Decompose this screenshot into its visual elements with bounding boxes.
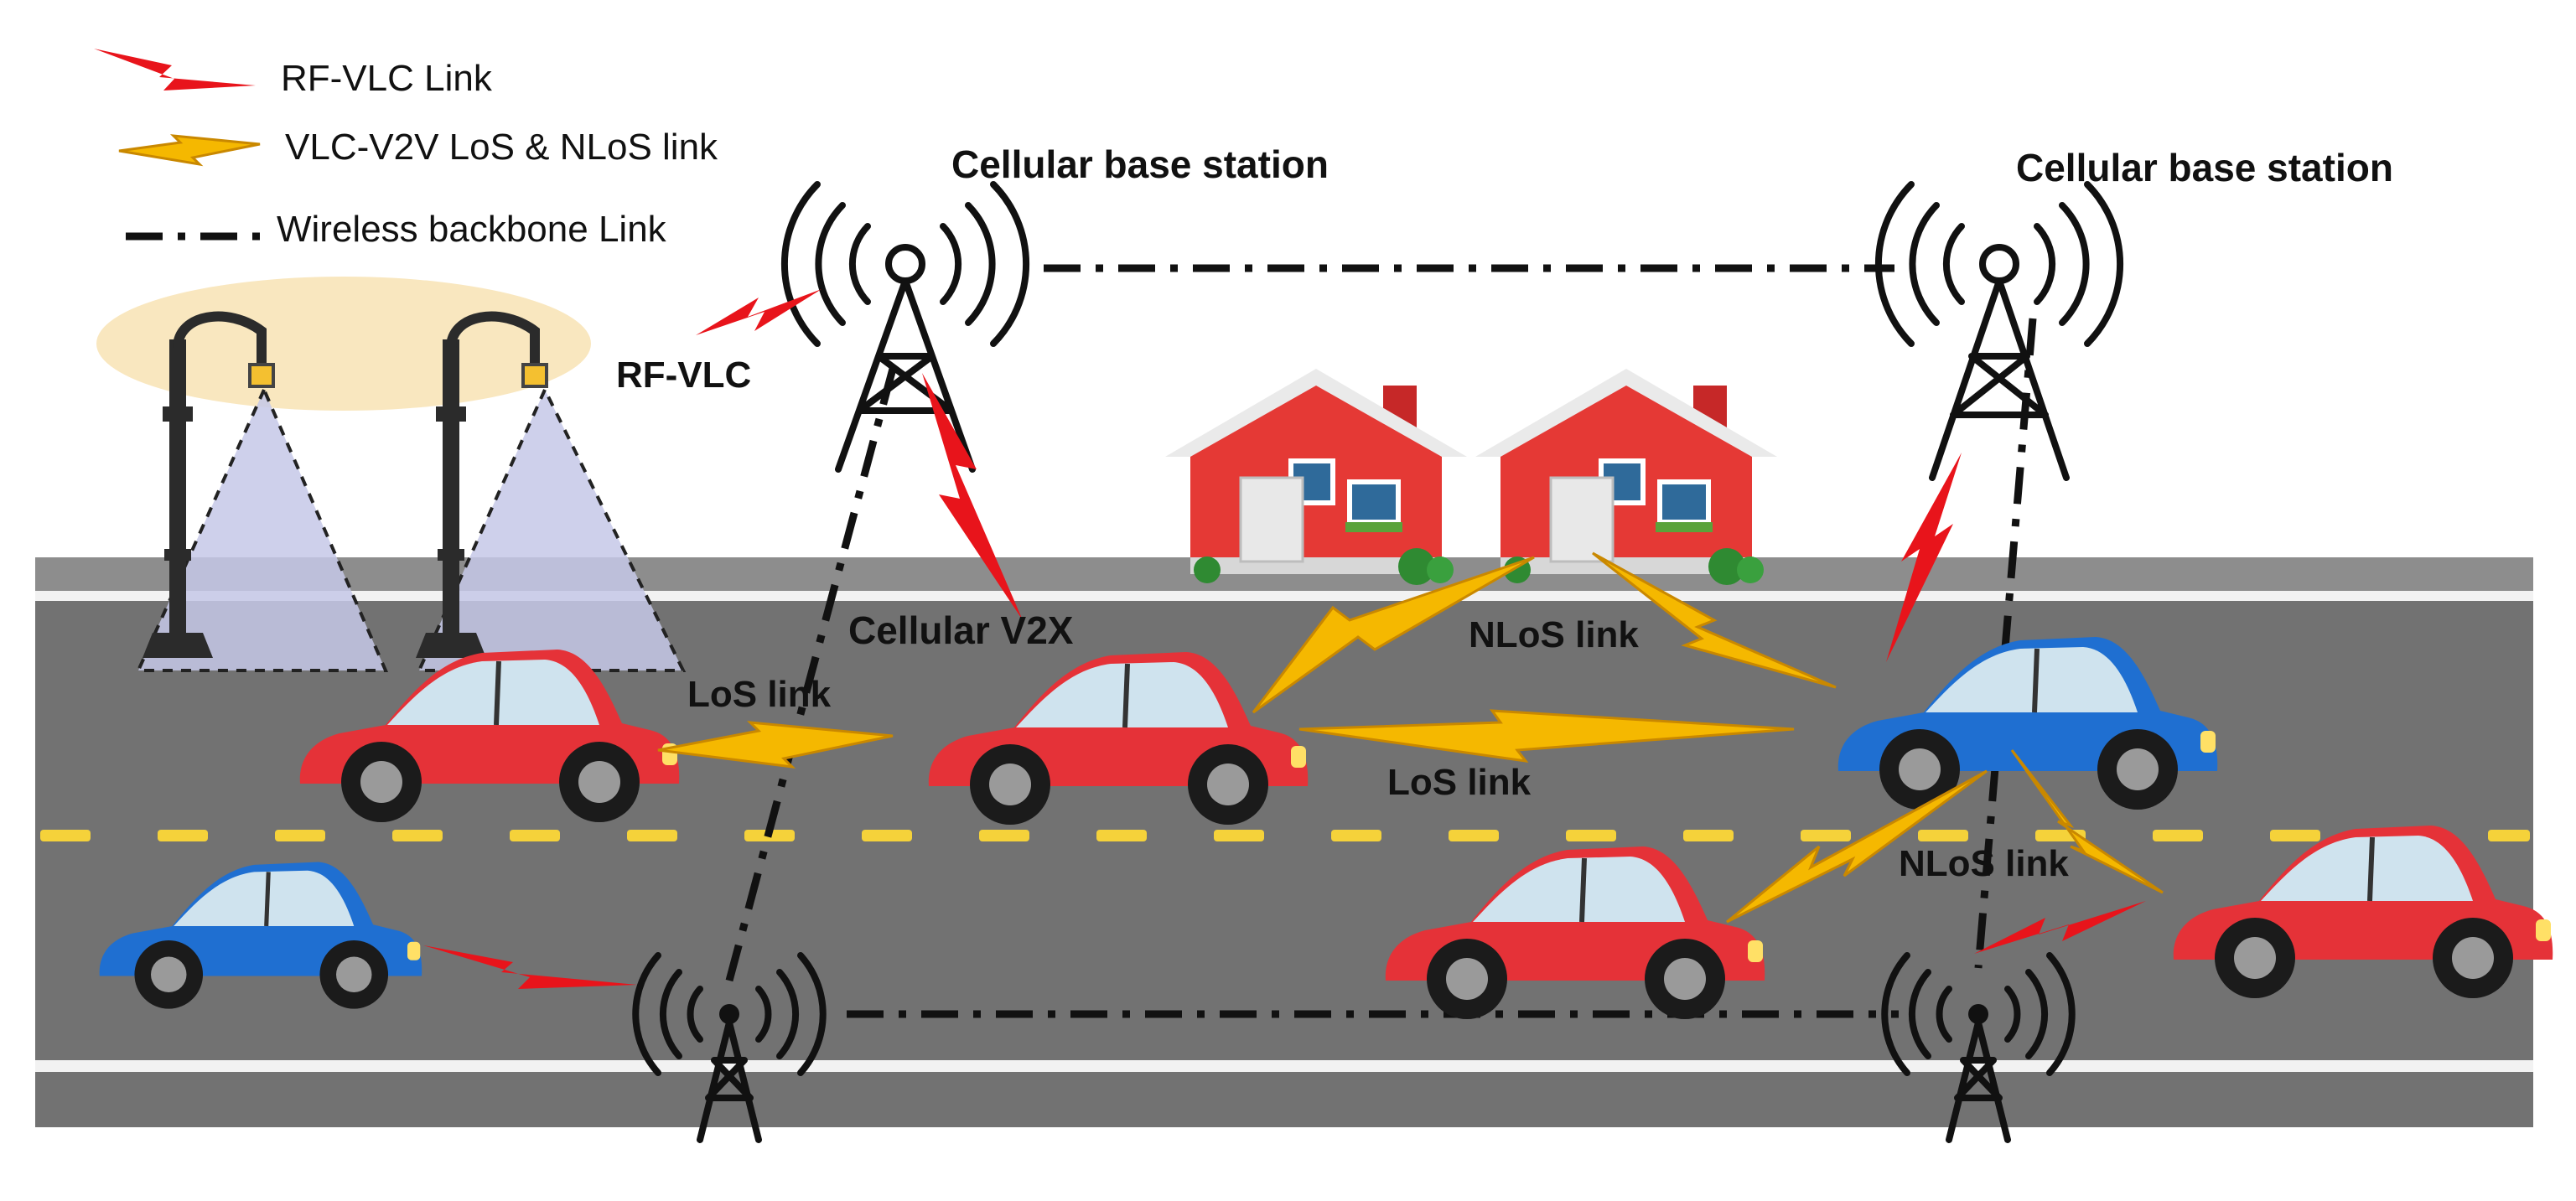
legend: RF-VLC Link VLC-V2V LoS & NLoS link Wire… (94, 49, 718, 250)
rf-links (423, 289, 2146, 989)
legend-rf-vlc-label: RF-VLC Link (281, 58, 493, 99)
vlc-nlos-car-to-house (1252, 556, 1535, 714)
label-cellular-v2x: Cellular V2X (848, 608, 1074, 652)
rf-link-tower-to-blue-car (1886, 453, 1962, 662)
vlc-los-left (657, 721, 894, 769)
vlc-links (657, 551, 2164, 924)
rf-link-rsu-to-red-car (1974, 901, 2146, 954)
label-bs-right: Cellular base station (2016, 146, 2393, 189)
label-los-center: LoS link (1387, 762, 1532, 803)
road (35, 557, 2533, 1127)
label-nlos-top: NLoS link (1469, 614, 1639, 655)
rf-link-car-to-rsu (423, 945, 637, 989)
light-cone-left (135, 386, 389, 672)
label-los-left: LoS link (687, 674, 832, 715)
house-left (1165, 369, 1467, 585)
cell-tower-left (780, 181, 1030, 473)
rf-link-lamp-to-tower (696, 289, 822, 335)
legend-rf-vlc-icon (94, 49, 256, 91)
legend-backbone-label: Wireless backbone Link (277, 209, 667, 250)
legend-vlc-v2v-label: VLC-V2V LoS & NLoS link (285, 127, 718, 168)
light-cone-right (416, 386, 687, 672)
label-nlos-right: NLoS link (1899, 843, 2069, 884)
street-light-glow (96, 277, 591, 411)
backbone-links (725, 264, 2037, 1018)
legend-vlc-v2v-icon (118, 134, 261, 167)
label-bs-left: Cellular base station (951, 142, 1329, 186)
vlc-nlos-house-to-car (1592, 551, 1837, 689)
label-rf-vlc: RF-VLC (616, 355, 751, 396)
cell-tower-right (1874, 181, 2124, 481)
roadside-unit-left (632, 952, 827, 1143)
house-right (1475, 369, 1777, 585)
vlc-nlos-blue-to-red (2010, 749, 2164, 894)
rf-link-tower-to-car (922, 373, 1023, 620)
vlc-los-center (1298, 709, 1795, 763)
vlc-nlos-car-to-blue (1726, 769, 1988, 924)
roadside-unit-right (1881, 952, 2076, 1143)
